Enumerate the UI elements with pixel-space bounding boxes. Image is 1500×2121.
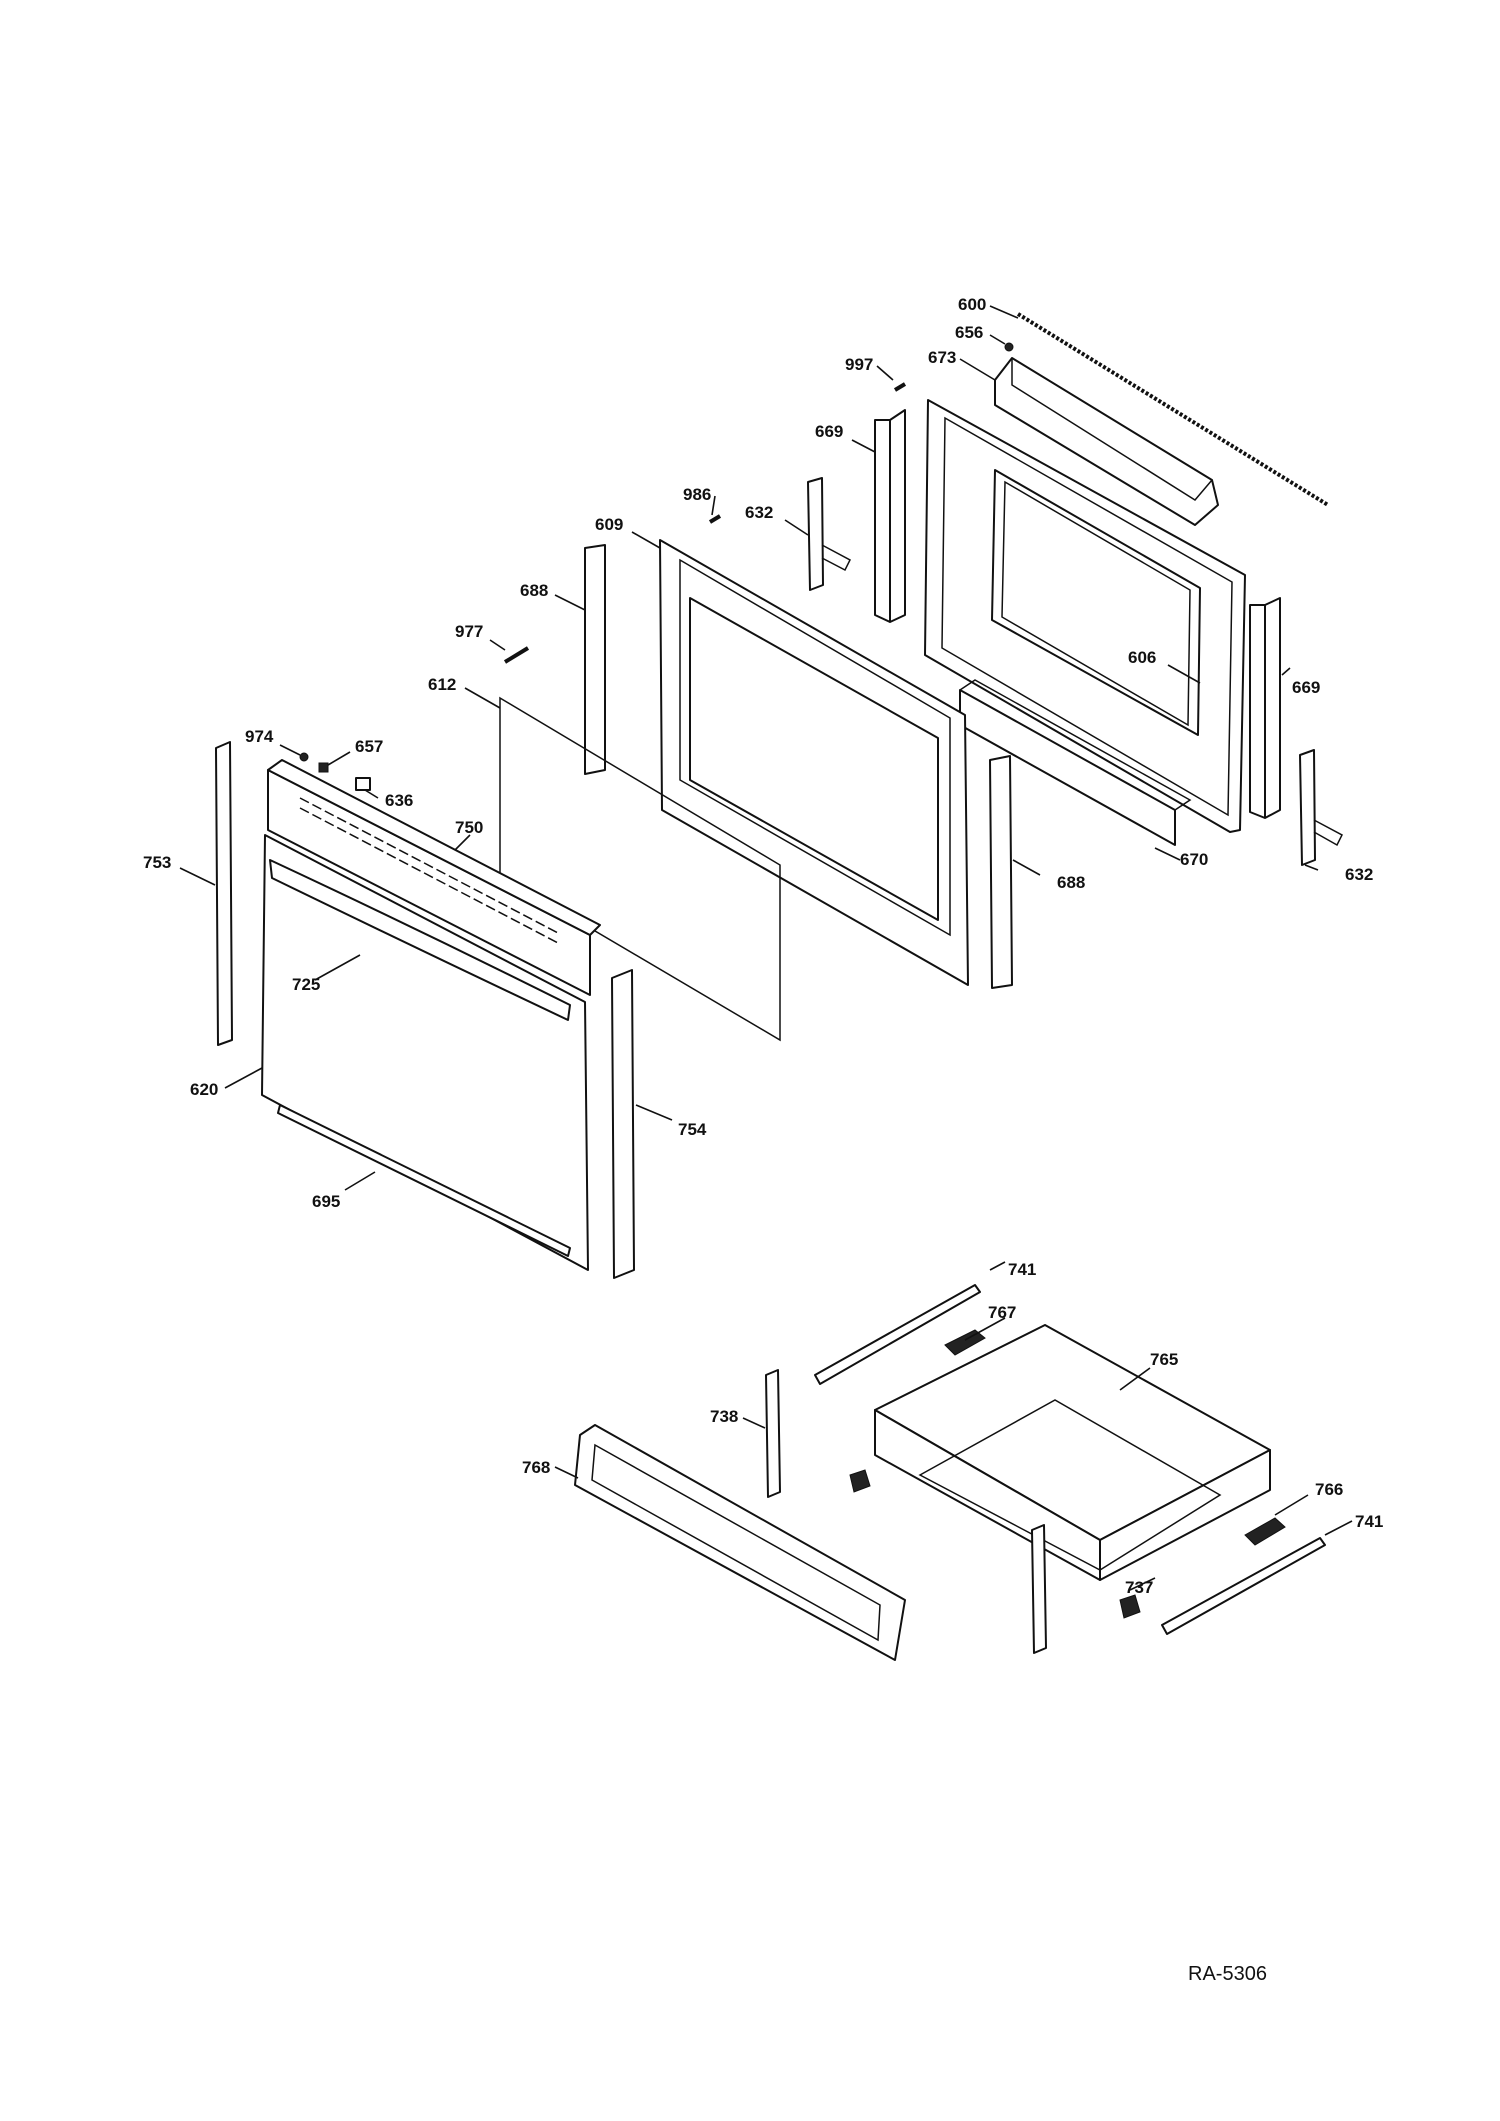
door-side-trim-left [215, 741, 233, 1046]
drawer-front-panel [574, 1424, 906, 1661]
callout-669-left: 669 [815, 422, 843, 441]
door-side-trim-right [611, 969, 635, 1279]
door-gasket-strip [1016, 312, 1330, 507]
callout-labels: 600 656 997 673 669 986 632 609 688 977 … [143, 295, 1383, 1597]
drawer-clip-766 [1244, 1517, 1286, 1546]
door-channel-right [989, 755, 1013, 989]
callout-754: 754 [678, 1120, 707, 1139]
door-bottom-trim [277, 1104, 571, 1257]
hinge-left-arm [821, 544, 851, 572]
callout-657: 657 [355, 737, 383, 756]
drawer-rail-right [1031, 1524, 1047, 1654]
control-panel-slots [299, 797, 561, 945]
drawer-clip-767 [944, 1329, 986, 1356]
screw-997 [893, 382, 907, 392]
callout-688-left: 688 [520, 581, 548, 600]
callout-670: 670 [1180, 850, 1208, 869]
bracket-636 [355, 777, 371, 791]
callout-725: 725 [292, 975, 320, 994]
callout-632-right: 632 [1345, 865, 1373, 884]
drawer-clip-737 [1119, 1594, 1141, 1619]
callout-737: 737 [1125, 1578, 1153, 1597]
callout-656: 656 [955, 323, 983, 342]
callout-741-top: 741 [1008, 1260, 1036, 1279]
hinge-right [1299, 749, 1316, 866]
inner-door-liner-rim [941, 416, 1233, 817]
screw-974 [299, 752, 309, 762]
callout-741-bottom: 741 [1355, 1512, 1383, 1531]
insulation-side-left [874, 409, 906, 623]
hinge-left [807, 477, 824, 591]
drawer-slide-left [814, 1284, 981, 1385]
door-frame-opening [689, 597, 939, 921]
inner-door-window [991, 469, 1201, 736]
callout-753: 753 [143, 853, 171, 872]
bracket-657 [318, 762, 329, 773]
drawer-rail-left [765, 1369, 781, 1498]
callout-767: 767 [988, 1303, 1016, 1322]
insulation-top-shade [1011, 358, 1213, 501]
callout-620: 620 [190, 1080, 218, 1099]
hinge-right-arm [1313, 819, 1343, 847]
screw-656 [1004, 342, 1014, 352]
control-panel-top [267, 759, 601, 936]
callout-606: 606 [1128, 648, 1156, 667]
callout-765: 765 [1150, 1350, 1178, 1369]
callout-997: 997 [845, 355, 873, 374]
callout-768: 768 [522, 1458, 550, 1477]
door-handle [269, 859, 571, 1021]
callout-669-right: 669 [1292, 678, 1320, 697]
drawer-front-panel-inner [591, 1443, 881, 1642]
callout-738: 738 [710, 1407, 738, 1426]
callout-766: 766 [1315, 1480, 1343, 1499]
callout-750: 750 [455, 818, 483, 837]
door-glass [499, 696, 781, 1042]
callout-636: 636 [385, 791, 413, 810]
outer-door-panel [261, 834, 589, 1271]
door-channel-left [584, 544, 606, 775]
drawer-clip-left [849, 1469, 871, 1493]
insulation-side-right [1249, 597, 1281, 819]
inner-door-window-inner [1001, 480, 1191, 727]
door-frame-inner [679, 558, 951, 937]
diagram-code: RA-5306 [1188, 1963, 1267, 1985]
drawer-slide-right [1161, 1537, 1326, 1635]
callout-612: 612 [428, 675, 456, 694]
callout-632-left: 632 [745, 503, 773, 522]
drawer-body-side [1099, 1449, 1271, 1581]
callout-695: 695 [312, 1192, 340, 1211]
callout-977: 977 [455, 622, 483, 641]
callout-974: 974 [245, 727, 274, 746]
insulation-bottom-top [959, 679, 1192, 811]
callout-609: 609 [595, 515, 623, 534]
screw-986 [708, 514, 722, 524]
callout-986: 986 [683, 485, 711, 504]
leader-lines [179, 305, 1353, 1591]
callout-688-right: 688 [1057, 873, 1085, 892]
callout-673: 673 [928, 348, 956, 367]
callout-600: 600 [958, 295, 986, 314]
screw-977 [503, 646, 530, 664]
